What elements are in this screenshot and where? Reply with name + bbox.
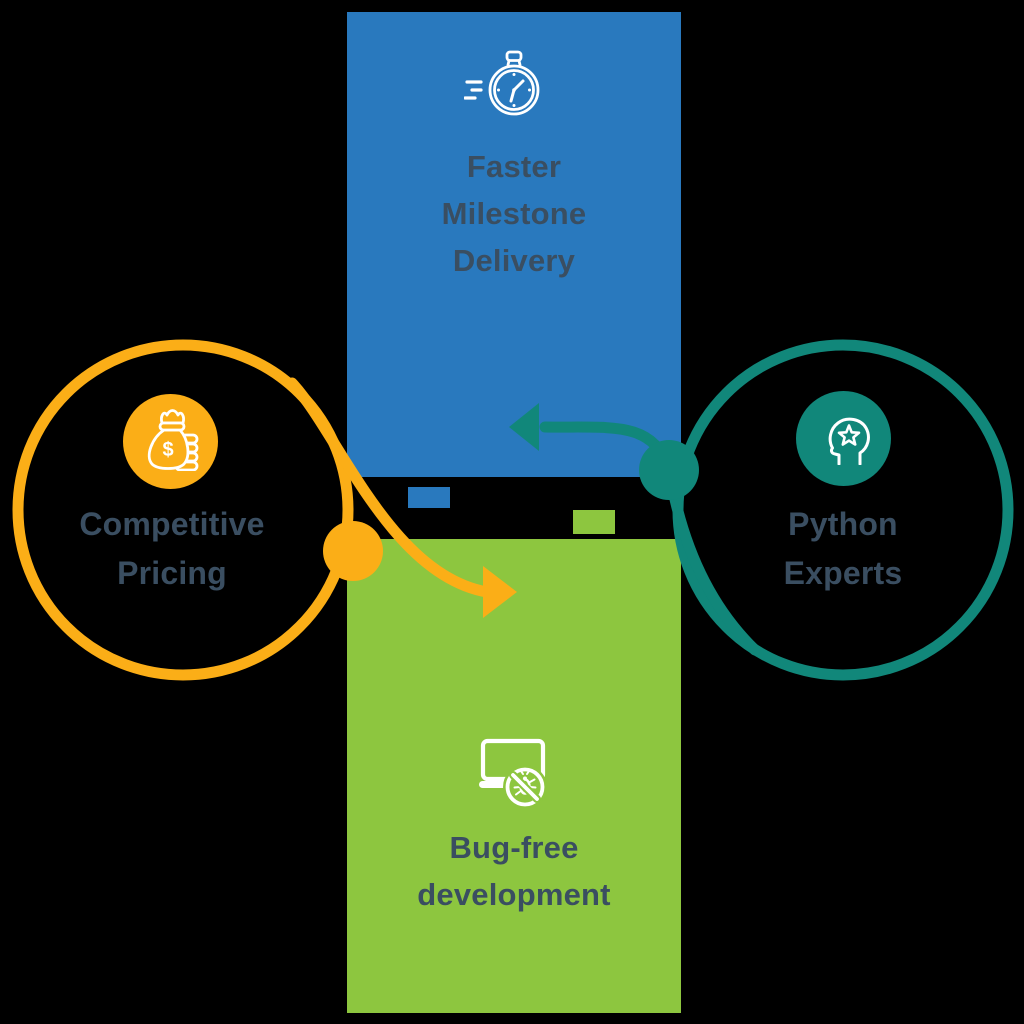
green-dash-decoration	[573, 510, 615, 534]
head-star-icon	[817, 407, 871, 470]
expert-head-badge	[796, 391, 891, 486]
money-bag-badge: $	[123, 394, 218, 489]
laptop-no-bug-icon	[476, 736, 552, 808]
python-experts-title: Python Experts	[783, 506, 903, 591]
money-bag-icon: $	[142, 407, 200, 476]
competitive-pricing-title: Competitive Pricing	[79, 506, 265, 591]
bug-free-development-title: Bug-free development	[417, 830, 611, 912]
faster-milestone-delivery-title: Faster Milestone Delivery	[441, 149, 587, 278]
svg-text:$: $	[162, 439, 173, 461]
stopwatch-icon	[464, 50, 550, 116]
blue-dash-decoration	[408, 487, 450, 508]
